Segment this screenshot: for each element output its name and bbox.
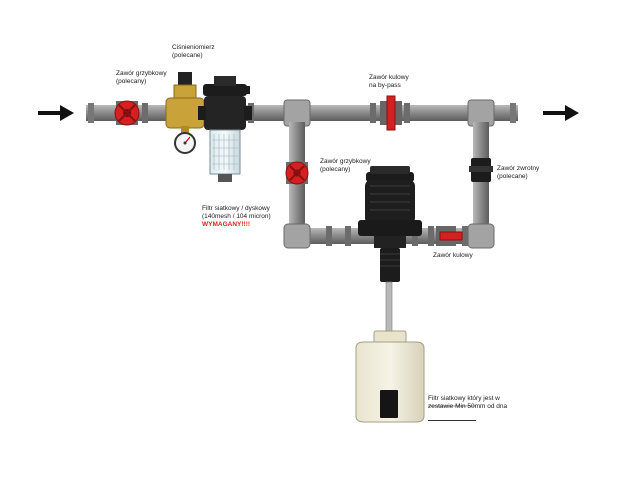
label-tank-filter: Filtr siatkowy który jest w zestawie Min…: [428, 395, 507, 411]
label-tank-filter-underline: [428, 420, 476, 421]
pressure-reducer: [165, 72, 205, 134]
label-tank-filter-line1: Filtr siatkowy który jest w: [428, 395, 500, 402]
check-valve: [469, 158, 493, 182]
globe-valve-left: [114, 100, 140, 126]
label-pressure-reducer-line2: (polecane): [172, 52, 203, 59]
ball-valve-bypass: [380, 95, 402, 131]
label-check-valve-line1: Zawór zwrotny: [497, 165, 540, 172]
label-check-valve-line2: (polecane): [497, 173, 528, 180]
label-check-valve: Zawór zwrotny (polecane): [497, 165, 539, 181]
ball-valve-bottom: [436, 226, 463, 246]
label-filter-line2: (140mesh / 104 micron): [202, 213, 271, 220]
label-globe-valve-left-line1: Zawór grzybkowy: [116, 70, 167, 77]
label-filter-required: WYMAGANY!!!!: [202, 221, 251, 228]
label-ball-valve-bypass: Zawór kulowy na by-pass: [369, 74, 409, 90]
pressure-gauge-icon: [174, 132, 196, 154]
label-tank-filter-line2: zestawie Min 50mm od dna: [428, 403, 508, 410]
label-ball-valve-bypass-line2: na by-pass: [369, 82, 401, 89]
label-filter-line1: Filtr siatkowy / dyskowy: [202, 205, 270, 212]
dosing-pump: [358, 166, 422, 282]
label-ball-valve-bypass-line1: Zawór kulowy: [369, 74, 409, 81]
globe-valve-mid: [285, 161, 309, 185]
label-globe-valve-left: Zawór grzybkowy (polecany): [116, 70, 167, 86]
flow-in-arrow-icon: [38, 105, 74, 121]
label-globe-valve-mid-line2: (polecany): [320, 166, 351, 173]
chemical-tank: [355, 330, 425, 423]
label-ball-valve-bottom: Zawór kulowy: [433, 252, 473, 260]
label-pressure-reducer-line1: Ciśnieniomierz: [172, 44, 215, 51]
label-pressure-reducer: Ciśnieniomierz (polecane): [172, 44, 215, 60]
label-globe-valve-mid: Zawór grzybkowy (polecany): [320, 158, 371, 174]
label-globe-valve-left-line2: (polecany): [116, 78, 147, 85]
tank-filter-icon: [380, 390, 398, 418]
flow-out-arrow-icon: [543, 105, 579, 121]
label-filter: Filtr siatkowy / dyskowy (140mesh / 104 …: [202, 205, 271, 229]
label-globe-valve-mid-line1: Zawór grzybkowy: [320, 158, 371, 165]
screen-filter: [198, 76, 252, 182]
label-ball-valve-bottom-text: Zawór kulowy: [433, 252, 473, 259]
